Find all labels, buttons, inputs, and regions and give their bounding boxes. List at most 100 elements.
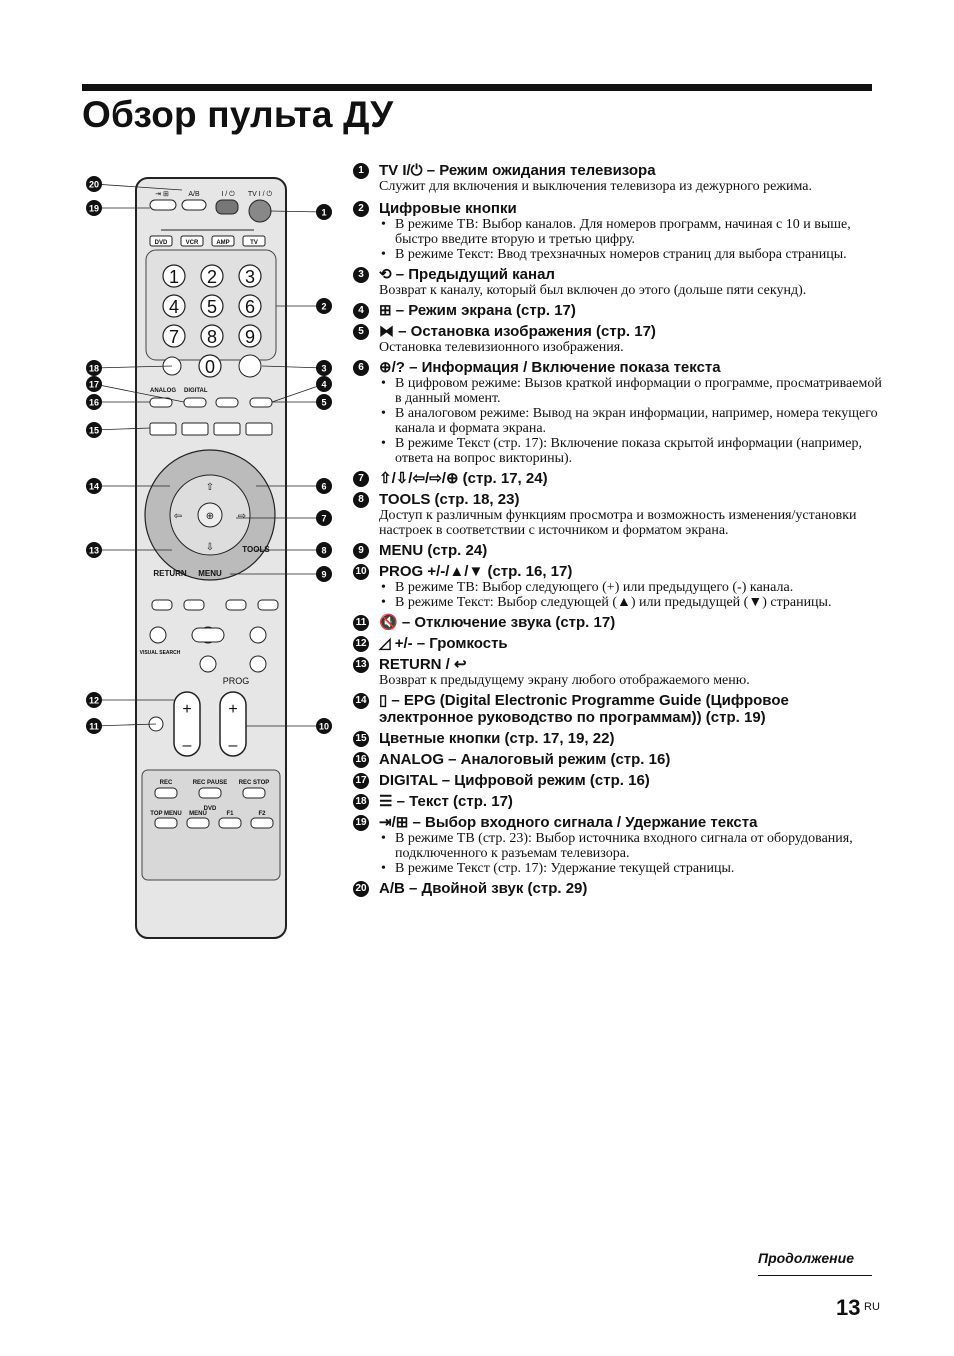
rec-label: REC STOP [239, 780, 270, 786]
bottom-function-label: F1 [226, 811, 234, 817]
return-label: RETURN [153, 569, 187, 578]
item-title: ⊕/? – Информация / Включение показа текс… [379, 359, 721, 376]
callout-number: 7 [321, 514, 326, 524]
item-title: DIGITAL – Цифровой режим (стр. 16) [379, 772, 650, 789]
list-item: 18☰ – Текст (стр. 17) [353, 793, 883, 810]
mode-row-button [215, 397, 239, 408]
dvd-label: DVD [204, 806, 217, 812]
callout-number: 4 [321, 380, 326, 390]
mode-label: DVD [155, 240, 168, 246]
mode-button [211, 235, 235, 247]
callout-number: 1 [321, 208, 326, 218]
callout-badge [86, 478, 102, 494]
callout-leader [269, 210, 325, 213]
digit-label: 3 [245, 267, 255, 287]
callout-badge [86, 718, 102, 734]
callout-badge [316, 394, 332, 410]
power-label: I / ⏻ [221, 190, 235, 198]
item-title: 🔇 – Отключение звука (стр. 17) [379, 614, 616, 631]
item-heading: 3⟲ – Предыдущий канал [353, 266, 883, 283]
bottom-function-label: TOP MENU [150, 811, 181, 817]
playback-button [149, 626, 167, 644]
item-title: A/B – Двойной звук (стр. 29) [379, 880, 588, 897]
callout-badge [316, 510, 332, 526]
callout-number: 12 [353, 636, 369, 652]
digit-label: 1 [169, 267, 179, 287]
callout-badge [86, 376, 102, 392]
continue-label: Продолжение [758, 1250, 854, 1266]
digit-label: 8 [207, 327, 217, 347]
item-title: ⧓ – Остановка изображения (стр. 17) [379, 323, 656, 340]
item-description: Служит для включения и выключения телеви… [379, 179, 812, 194]
bullet-point: В аналоговом режиме: Вывод на экран инфо… [379, 406, 883, 436]
tv-power-button [248, 199, 272, 223]
item-heading: 14▯ – EPG (Digital Electronic Programme … [353, 692, 883, 726]
callout-number: 13 [89, 546, 99, 556]
rec-label: REC PAUSE [193, 780, 228, 786]
continue-rule [758, 1275, 872, 1276]
digit-label: 7 [169, 327, 179, 347]
callout-badge [86, 542, 102, 558]
bullet-point: В режиме Текст (стр. 17): Удержание теку… [379, 861, 883, 876]
callout-badge [86, 176, 102, 192]
digit-button [200, 324, 224, 348]
mode-button [149, 235, 173, 247]
item-heading: 6⊕/? – Информация / Включение показа тек… [353, 359, 883, 376]
digit-button [162, 324, 186, 348]
list-item: 7 ⇧/⇩/⇦/⇨/⊕ (стр. 17, 24) [353, 470, 883, 487]
power-button [215, 199, 239, 215]
digit-button [238, 294, 262, 318]
digit-label: 9 [245, 327, 255, 347]
item-title: ⟲ – Предыдущий канал [379, 266, 555, 283]
callout-number: 14 [353, 693, 369, 709]
color-button [149, 422, 177, 436]
item-description: Доступ к различным функциям просмотра и … [379, 508, 857, 538]
item-title: ⇧/⇩/⇦/⇨/⊕ (стр. 17, 24) [379, 470, 548, 487]
item-title: ☰ – Текст (стр. 17) [379, 793, 513, 810]
callout-number: 13 [353, 657, 369, 673]
left-arrow-icon: ⇦ [174, 511, 182, 522]
playback-button [249, 626, 267, 644]
callout-leader [93, 383, 185, 403]
callout-number: 7 [353, 471, 369, 487]
item-heading: 11🔇 – Отключение звука (стр. 17) [353, 614, 883, 631]
callout-badge [316, 542, 332, 558]
callout-number: 2 [353, 201, 369, 217]
rec-button [242, 787, 266, 799]
top-rule [82, 84, 872, 91]
bullet-point: В режиме Текст: Выбор следующей (▲) или … [379, 595, 883, 610]
callout-number: 19 [89, 204, 99, 214]
list-item: 5⧓ – Остановка изображения (стр. 17)Оста… [353, 323, 883, 355]
volume-plus: + [182, 701, 191, 718]
item-heading: 12◿ +/- – Громкость [353, 635, 883, 652]
item-heading: 7 ⇧/⇩/⇦/⇨/⊕ (стр. 17, 24) [353, 470, 883, 487]
item-description: Остановка телевизионного изображения. [379, 340, 624, 355]
item-title: TOOLS (стр. 18, 23) [379, 491, 520, 508]
callout-badge [86, 422, 102, 438]
callout-number: 20 [89, 180, 99, 190]
callout-number: 11 [89, 722, 99, 732]
digit-button [198, 354, 222, 378]
item-title: PROG +/-/▲/▼ (стр. 16, 17) [379, 563, 573, 580]
callout-number: 5 [321, 398, 326, 408]
page-language: RU [864, 1301, 880, 1313]
mode-button [180, 235, 204, 247]
bullet-point: В режиме ТВ: Выбор следующего (+) или пр… [379, 580, 883, 595]
bullet-point: В режиме Текст (стр. 17): Включение пока… [379, 436, 883, 466]
callout-leader [261, 365, 325, 369]
callout-badge [86, 394, 102, 410]
callout-badge [316, 360, 332, 376]
bullet-point: В режиме ТВ: Выбор каналов. Для номеров … [379, 217, 883, 247]
callout-number: 10 [353, 564, 369, 580]
digit-label: 4 [169, 297, 179, 317]
mode-label: TV [250, 240, 258, 246]
page-number: 13 [836, 1295, 861, 1320]
callout-leader [93, 427, 151, 431]
item-heading: 4⊞ – Режим экрана (стр. 17) [353, 302, 883, 319]
callout-badge [316, 566, 332, 582]
